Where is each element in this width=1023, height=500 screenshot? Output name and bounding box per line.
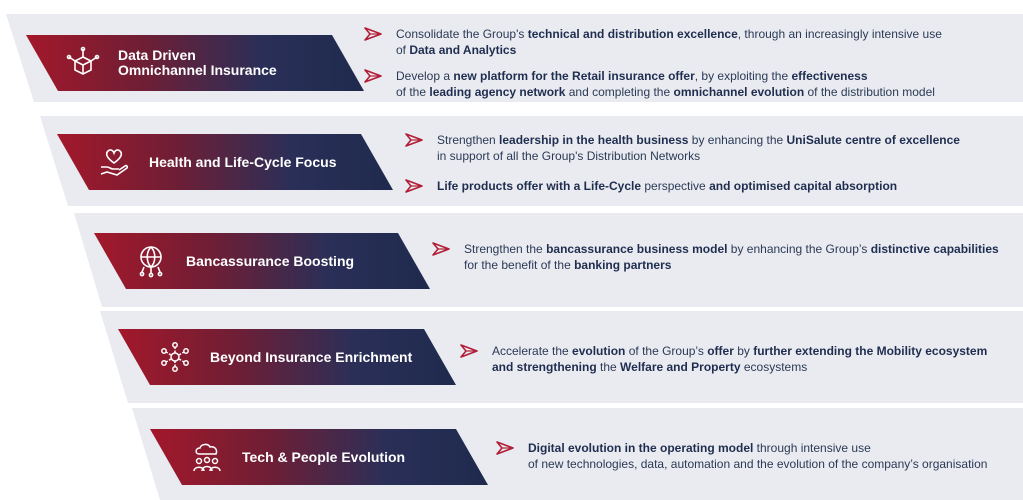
bullet-text-span: Strengthen the xyxy=(464,242,547,256)
bullet-text: Develop a new platform for the Retail in… xyxy=(396,69,935,99)
bullet-text-bold: omnichannel evolution xyxy=(673,85,805,99)
bullet-text-bold: leading agency network xyxy=(429,85,566,99)
pillar-title: Beyond Insurance Enrichment xyxy=(210,348,413,365)
bullet-text-bold: banking partners xyxy=(574,258,672,272)
arrow-bullet-icon xyxy=(364,69,382,83)
cloud-people-icon xyxy=(190,440,224,474)
bullet-text-span: ecosystems xyxy=(740,360,808,374)
pillar-title: Bancassurance Boosting xyxy=(186,252,355,269)
bullet-item: Consolidate the Group's technical and di… xyxy=(364,26,1016,58)
bullet-text-bold: effectiveness xyxy=(791,69,868,83)
arrow-bullet-icon xyxy=(432,242,450,256)
bullet-text-bold: new platform for the Retail insurance of… xyxy=(453,69,695,83)
bullet-item: Strengthen leadership in the health busi… xyxy=(405,132,1023,164)
bullet-text-span: of the xyxy=(396,85,430,99)
bullet-text-bold: Life products offer with a Life-Cycle xyxy=(437,179,642,193)
bullet-text-span: by enhancing the xyxy=(688,133,787,147)
bullet-text-bold: offer xyxy=(707,344,734,358)
bullet-text-bold: evolution xyxy=(572,344,626,358)
bullet-text: Strengthen leadership in the health busi… xyxy=(437,133,960,163)
bullet-text-span: by xyxy=(733,344,754,358)
bullet-text-span: of xyxy=(396,43,410,57)
arrow-bullet-icon xyxy=(405,133,423,147)
bullet-text-bold: Digital evolution in the operating model xyxy=(528,441,754,455)
bullet-item: Accelerate the evolution of the Group’s … xyxy=(460,343,1023,375)
bullet-text-span: , through an increasingly intensive use xyxy=(737,27,942,41)
bullet-text-bold: and strengthening xyxy=(492,360,597,374)
bullet-text-span: by enhancing the Group’s xyxy=(727,242,871,256)
ecosystem-nodes-icon xyxy=(158,340,192,374)
bullet-text: Consolidate the Group's technical and di… xyxy=(396,27,942,57)
bullet-text: Digital evolution in the operating model… xyxy=(528,441,987,471)
bullet-text: Accelerate the evolution of the Group’s … xyxy=(492,344,987,374)
bullet-text-span: of the distribution model xyxy=(804,85,935,99)
arrow-bullet-icon xyxy=(364,27,382,41)
bullet-item: Life products offer with a Life-Cycle pe… xyxy=(405,178,1023,194)
pillar-title: Tech & People Evolution xyxy=(242,448,406,465)
bullet-text-span: Consolidate the Group's xyxy=(396,27,528,41)
arrow-bullet-icon xyxy=(460,344,478,358)
bullet-text-bold: further extending the Mobility ecosystem xyxy=(753,344,988,358)
bullet-text: Life products offer with a Life-Cycle pe… xyxy=(437,179,897,193)
bullet-item: Strengthen the bancassurance business mo… xyxy=(432,241,1023,273)
bullet-text-span: Strengthen xyxy=(437,133,500,147)
pillar-banner-health: Health and Life-Cycle Focus xyxy=(57,134,393,190)
bullet-text-bold: and optimised capital absorption xyxy=(709,179,898,193)
globe-network-icon xyxy=(134,244,168,278)
bullet-text-span: of new technologies, data, automation an… xyxy=(528,457,988,471)
bullet-text-span: of the Group’s xyxy=(625,344,708,358)
bullet-text-bold: technical and distribution excellence xyxy=(527,27,738,41)
bullet-text-bold: distinctive capabilities xyxy=(870,242,999,256)
bullet-text-span: , by exploiting the xyxy=(694,69,792,83)
bullet-text-bold: bancassurance business model xyxy=(546,242,728,256)
bullet-text-span: in support of all the Group's Distributi… xyxy=(437,149,701,163)
pillar-banner-bancassurance: Bancassurance Boosting xyxy=(94,233,430,289)
pillar-title-line1: Data Driven xyxy=(118,47,196,63)
heart-hand-icon xyxy=(97,145,131,179)
bullet-text-bold: UniSalute centre of excellence xyxy=(786,133,960,147)
pillar-title: Health and Life-Cycle Focus xyxy=(149,153,337,170)
cube-network-icon xyxy=(66,46,100,80)
bullet-item: Digital evolution in the operating model… xyxy=(496,440,1023,472)
bullet-text-bold: Welfare and Property xyxy=(620,360,741,374)
pillar-banner-data-driven: Data Driven Omnichannel Insurance xyxy=(26,35,364,91)
bullet-text-span: Accelerate the xyxy=(492,344,573,358)
bullet-text-span: the xyxy=(596,360,621,374)
bullet-text-bold: Data and Analytics xyxy=(409,43,517,57)
pillar-title-line2: Omnichannel Insurance xyxy=(118,62,277,78)
bullet-text-span: through intensive use xyxy=(753,441,871,455)
bullet-text-span: perspective xyxy=(641,179,710,193)
bullet-text-span: for the benefit of the xyxy=(464,258,575,272)
bullet-text-span: and completing the xyxy=(565,85,674,99)
arrow-bullet-icon xyxy=(496,441,514,455)
pillar-banner-tech-people: Tech & People Evolution xyxy=(150,429,488,485)
bullet-item: Develop a new platform for the Retail in… xyxy=(364,68,1023,100)
pillar-banner-beyond-insurance: Beyond Insurance Enrichment xyxy=(118,329,456,385)
arrow-bullet-icon xyxy=(405,179,423,193)
bullet-text-bold: leadership in the health business xyxy=(499,133,689,147)
bullet-text-span: Develop a xyxy=(396,69,454,83)
bullet-text: Strengthen the bancassurance business mo… xyxy=(464,242,999,272)
